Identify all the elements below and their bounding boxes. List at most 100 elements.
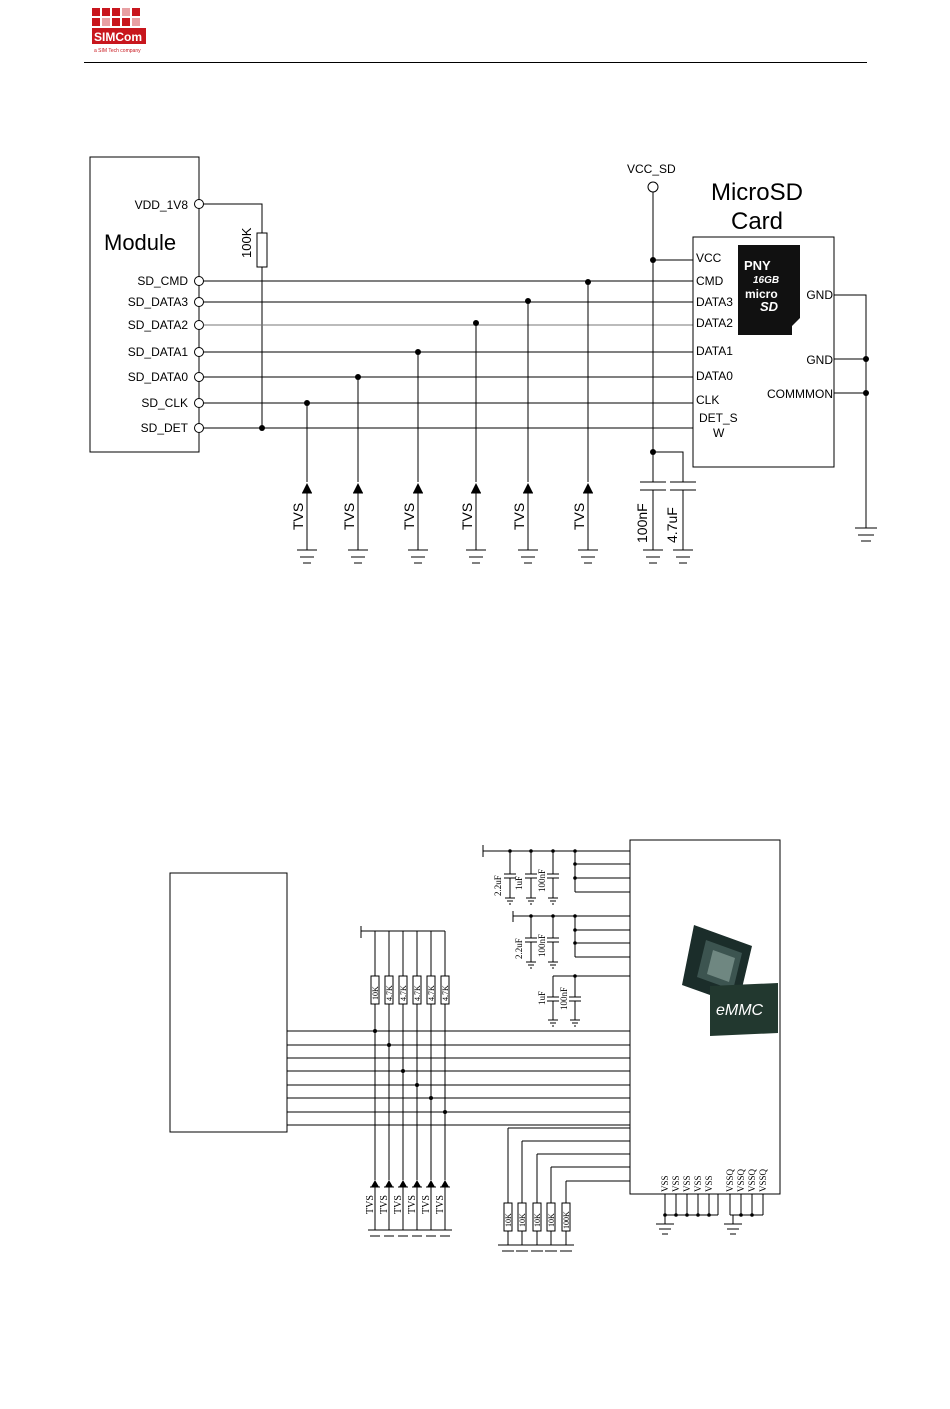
microsd-card-image: PNY 16GB micro SD xyxy=(738,245,800,335)
emmc-label: eMMC xyxy=(716,1002,764,1019)
card-pin-data2: DATA2 xyxy=(696,316,733,330)
card-brand: PNY xyxy=(744,258,771,273)
card-micro: micro xyxy=(745,287,778,301)
emmc-chip-image: eMMC xyxy=(682,925,778,1036)
caps-top: 2.2uF 1uF 100nF xyxy=(493,851,559,905)
pullup-1: 10K xyxy=(371,986,380,1000)
tvs-small-4: TVS xyxy=(407,1195,418,1214)
vssq-1: VSSQ xyxy=(725,1168,735,1192)
pulldown-5: 100K xyxy=(562,1211,571,1229)
pin-sd-data0: SD_DATA0 xyxy=(128,370,189,384)
caps-low: 1uF 100nF xyxy=(537,976,581,1027)
pin-vdd-1v8: VDD_1V8 xyxy=(135,198,189,212)
card-capacity: 16GB xyxy=(753,275,779,286)
tvs-label: TVS xyxy=(571,503,587,530)
tvs-diode: TVS xyxy=(571,282,598,564)
cap-mid-2: 100nF xyxy=(537,934,547,957)
logo-brand: SIMCom xyxy=(94,30,142,44)
tvs-label: TVS xyxy=(341,503,357,530)
vcc-sd-terminal xyxy=(647,181,659,193)
vssq-4: VSSQ xyxy=(758,1168,768,1192)
card-pin-vcc: VCC xyxy=(696,251,722,265)
junction-dots xyxy=(259,257,656,455)
capacitors: 100nF 4.7uF xyxy=(634,481,696,564)
card-sd: SD xyxy=(760,299,779,314)
cap-top-3: 100nF xyxy=(537,869,547,892)
pin-sd-data2: SD_DATA2 xyxy=(128,318,189,332)
emmc-diagram: 2.2uF 1uF 100nF 2.2uF 100nF 1uF 100nF xyxy=(169,839,781,1252)
card-pin-clk: CLK xyxy=(696,393,719,407)
cap-top-2: 1uF xyxy=(514,876,524,890)
tvs-label: TVS xyxy=(459,503,475,530)
tvs-small-1: TVS xyxy=(365,1195,376,1214)
module-box-2 xyxy=(169,872,288,1133)
card-title-line1: MicroSD xyxy=(711,179,803,206)
card-pin-gnd-1: GND xyxy=(806,288,833,302)
tvs-small-6: TVS xyxy=(435,1195,446,1214)
tvs-label: TVS xyxy=(401,503,417,530)
card-pin-data1: DATA1 xyxy=(696,344,733,358)
cap-low-2: 100nF xyxy=(559,987,569,1010)
module-label: Module xyxy=(104,230,176,255)
cap-mid-1: 2.2uF xyxy=(514,938,524,959)
simcom-logo: SIMCom a SIM Tech company xyxy=(92,8,146,54)
tvs-label: TVS xyxy=(290,503,306,530)
pullup-resistors: 10K 4.7K 4.7K 4.7K 4.7K 4.7K xyxy=(370,931,450,1180)
cap-4-7uf: 4.7uF xyxy=(664,507,680,543)
tvs-diode: TVS xyxy=(401,352,428,564)
tvs-diodes: TVS TVS TVS TVS TVS xyxy=(290,282,598,564)
pulldown-1: 10K xyxy=(504,1213,513,1227)
tvs-array: TVS TVS TVS TVS TVS TVS xyxy=(365,1180,452,1237)
vss-1: VSS xyxy=(660,1175,670,1192)
tvs-small-3: TVS xyxy=(393,1195,404,1214)
card-pin-cmd: CMD xyxy=(696,274,724,288)
pullup-4: 4.7K xyxy=(413,985,422,1001)
pulldown-3: 10K xyxy=(533,1213,542,1227)
pullup-5: 4.7K xyxy=(427,985,436,1001)
microsd-diagram: Module VDD_1V8 SD_CMD SD_DATA3 SD_DATA2 … xyxy=(89,156,877,564)
tvs-diode: TVS xyxy=(341,377,368,564)
cap-top-1: 2.2uF xyxy=(493,875,503,896)
card-pin-data3: DATA3 xyxy=(696,295,733,309)
tvs-diode: TVS xyxy=(511,301,538,564)
pin-sd-cmd: SD_CMD xyxy=(137,274,188,288)
vssq-2: VSSQ xyxy=(736,1168,746,1192)
vss-4: VSS xyxy=(693,1175,703,1192)
pin-sd-det: SD_DET xyxy=(141,421,189,435)
pullup-6: 4.7K xyxy=(441,985,450,1001)
card-pin-det-2: W xyxy=(713,426,725,440)
pin-sd-data1: SD_DATA1 xyxy=(128,345,189,359)
tvs-diode: TVS xyxy=(290,403,317,564)
header-rule xyxy=(84,62,867,63)
vssq-3: VSSQ xyxy=(747,1168,757,1192)
card-pin-data0: DATA0 xyxy=(696,369,733,383)
caps-mid: 2.2uF 100nF xyxy=(514,916,559,969)
pin-sd-clk: SD_CLK xyxy=(141,396,188,410)
emmc-box xyxy=(629,839,781,1195)
vss-3: VSS xyxy=(682,1175,692,1192)
vcc-sd-label: VCC_SD xyxy=(627,162,676,176)
tvs-small-2: TVS xyxy=(379,1195,390,1214)
cap-100nf: 100nF xyxy=(634,503,650,543)
tvs-diode: TVS xyxy=(459,323,486,564)
pullup-resistor xyxy=(256,232,268,268)
card-pin-det-1: DET_S xyxy=(699,411,738,425)
vss-2: VSS xyxy=(671,1175,681,1192)
card-title-line2: Card xyxy=(731,208,783,235)
vss-pins: VSS VSS VSS VSS VSS VSSQ VSSQ VSSQ VSSQ xyxy=(656,1168,768,1235)
vss-5: VSS xyxy=(704,1175,714,1192)
pin-sd-data3: SD_DATA3 xyxy=(128,295,189,309)
pulldown-2: 10K xyxy=(518,1213,527,1227)
signal-lines xyxy=(203,280,693,429)
tvs-small-5: TVS xyxy=(421,1195,432,1214)
pulldown-4: 10K xyxy=(547,1213,556,1227)
logo-tagline: a SIM Tech company xyxy=(94,48,141,54)
card-pin-common: COMMMON xyxy=(767,387,833,401)
card-pin-gnd-2: GND xyxy=(806,353,833,367)
pulldown-resistors: 10K 10K 10K 10K 100K xyxy=(498,1127,630,1252)
pullup-value: 100K xyxy=(239,227,254,258)
pullup-2: 4.7K xyxy=(385,985,394,1001)
tvs-label: TVS xyxy=(511,503,527,530)
data-bus-lines xyxy=(287,1029,630,1126)
